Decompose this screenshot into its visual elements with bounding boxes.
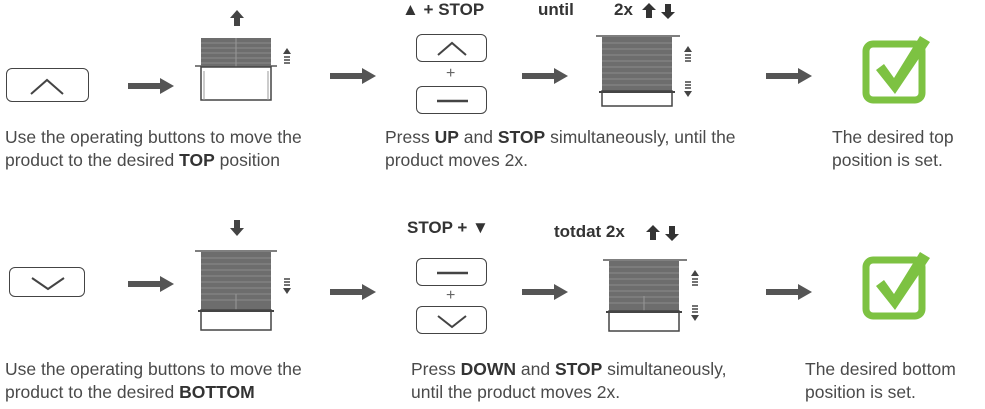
caption-text: and: [516, 359, 555, 379]
check-icon: [862, 252, 930, 320]
up-down-arrows-icon: [642, 3, 675, 19]
stop-down-label: STOP + ▼: [407, 218, 489, 237]
caption-text: Press: [385, 127, 435, 147]
chevron-up-icon: [437, 41, 467, 56]
blind-top-illustration: [195, 10, 291, 101]
flow-arrow-icon: [522, 284, 568, 300]
caption-text: position: [214, 150, 280, 170]
caption-text: and: [458, 127, 498, 147]
caption-bottom-set: The desired bottom position is set.: [805, 359, 956, 402]
caption-bold: BOTTOM: [179, 382, 255, 402]
flow-arrow-icon: [128, 276, 174, 292]
stop-bar-icon: [437, 271, 468, 275]
up-button[interactable]: [6, 68, 89, 102]
caption-bold: UP: [434, 127, 459, 147]
flow-arrow-icon: [128, 78, 174, 94]
chevron-down-icon: [437, 315, 467, 329]
caption-text: Press: [411, 359, 461, 379]
chevron-up-icon: [30, 78, 64, 95]
stop-bar-icon: [437, 99, 468, 103]
check-icon: [862, 36, 930, 104]
caption-bold: STOP: [554, 359, 603, 379]
blind-moving-illustration: [596, 35, 692, 107]
until-label: until: [538, 0, 574, 19]
plus-sign: +: [446, 65, 456, 82]
count-label: 2x: [614, 0, 633, 19]
caption-bold: TOP: [179, 150, 215, 170]
caption-text: simultaneously, until the product moves …: [385, 127, 736, 170]
flow-arrow-icon: [766, 68, 812, 84]
up-button[interactable]: [416, 34, 487, 62]
stop-button[interactable]: [416, 86, 487, 114]
plus-sign: +: [446, 287, 456, 304]
caption-move-top: Use the operating buttons to move the pr…: [5, 126, 335, 172]
caption-press-down-stop: Press DOWN and STOP simultaneously, unti…: [411, 358, 761, 404]
down-button[interactable]: [416, 306, 487, 334]
count-label: totdat 2x: [554, 222, 625, 241]
stop-button[interactable]: [416, 258, 487, 286]
caption-top-set: The desired top position is set.: [832, 127, 954, 170]
down-button[interactable]: [9, 267, 85, 297]
flow-arrow-icon: [330, 284, 376, 300]
up-stop-label: ▲ + STOP: [402, 0, 485, 19]
up-down-arrows-icon: [646, 225, 679, 241]
flow-arrow-icon: [522, 68, 568, 84]
chevron-down-icon: [31, 277, 65, 291]
caption-press-up-stop: Press UP and STOP simultaneously, until …: [385, 126, 765, 172]
caption-text: simultaneously, until the product moves …: [411, 359, 727, 402]
caption-bold: STOP: [497, 127, 546, 147]
caption-text: Use the operating buttons to move the pr…: [5, 359, 302, 402]
caption-text: Use the operating buttons to move the pr…: [5, 127, 302, 170]
caption-bold: DOWN: [460, 359, 517, 379]
caption-move-bottom: Use the operating buttons to move the pr…: [5, 358, 335, 404]
blind-bottom-illustration: [195, 220, 291, 331]
flow-arrow-icon: [330, 68, 376, 84]
blind-moving-illustration: [603, 259, 699, 332]
flow-arrow-icon: [766, 284, 812, 300]
